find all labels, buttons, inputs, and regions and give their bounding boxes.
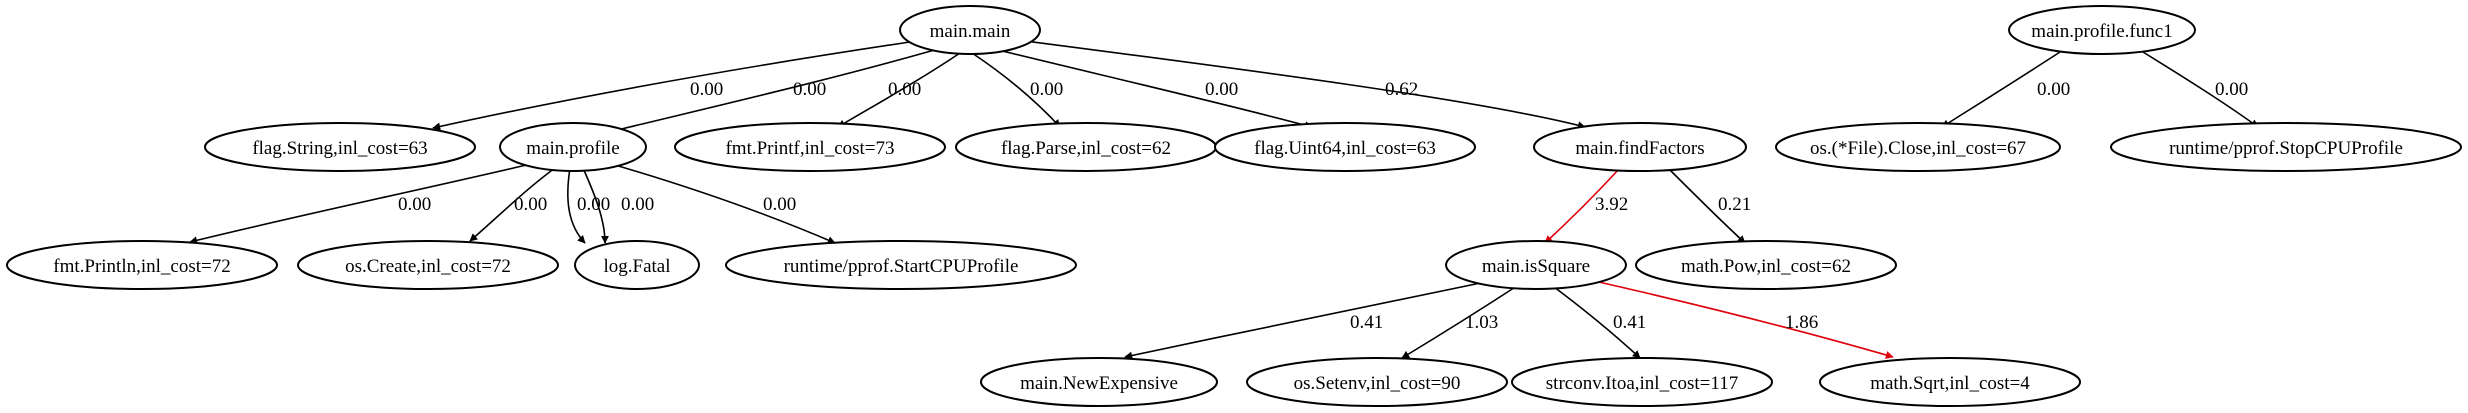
edge-main-to-find-factors <box>1009 38 1586 130</box>
edge-profile-to-log-fatal-a <box>567 167 586 244</box>
node-label-main-is-square: main.isSquare <box>1482 256 1590 277</box>
node-stop-cpu-profile[interactable]: runtime/pprof.StopCPUProfile <box>2110 122 2462 172</box>
node-main-is-square[interactable]: main.isSquare <box>1445 240 1627 290</box>
node-label-stop-cpu-profile: runtime/pprof.StopCPUProfile <box>2169 138 2403 159</box>
edge-label-is-square-to-new-expensive: 0.41 <box>1350 312 1383 333</box>
node-label-math-sqrt: math.Sqrt,inl_cost=4 <box>1870 373 2030 394</box>
node-fmt-printf[interactable]: fmt.Printf,inl_cost=73 <box>674 122 946 172</box>
edge-label-func1-to-file-close: 0.00 <box>2037 79 2070 100</box>
edge-label-main-to-flag-parse: 0.00 <box>1030 79 1063 100</box>
node-flag-string[interactable]: flag.String,inl_cost=63 <box>204 122 476 172</box>
node-math-sqrt[interactable]: math.Sqrt,inl_cost=4 <box>1819 357 2081 407</box>
edge-func1-to-file-close <box>1941 51 2061 128</box>
node-main-new-expensive[interactable]: main.NewExpensive <box>980 357 1218 407</box>
node-flag-parse[interactable]: flag.Parse,inl_cost=62 <box>955 122 1217 172</box>
node-flag-uint64[interactable]: flag.Uint64,inl_cost=63 <box>1214 122 1476 172</box>
edge-find-factors-to-is-square <box>1544 167 1621 244</box>
edge-label-profile-to-os-create: 0.00 <box>514 194 547 215</box>
edge-main-to-main-profile <box>604 46 946 136</box>
node-label-flag-parse: flag.Parse,inl_cost=62 <box>1001 138 1171 159</box>
edge-main-to-flag-string <box>432 38 931 131</box>
edge-profile-to-log-fatal-b <box>582 167 609 244</box>
node-label-main-find-factors: main.findFactors <box>1575 138 1704 159</box>
node-strconv-itoa[interactable]: strconv.Itoa,inl_cost=117 <box>1511 357 1773 407</box>
edge-is-square-to-math-sqrt <box>1589 279 1894 359</box>
node-label-main-profile: main.profile <box>526 138 619 159</box>
node-fmt-println[interactable]: fmt.Println,inl_cost=72 <box>6 240 278 290</box>
node-main-main[interactable]: main.main <box>899 5 1041 55</box>
node-main-find-factors[interactable]: main.findFactors <box>1533 122 1747 172</box>
edge-label-profile-to-log-fatal-a: 0.00 <box>577 194 610 215</box>
node-start-cpu-profile[interactable]: runtime/pprof.StartCPUProfile <box>725 240 1077 290</box>
node-label-log-fatal: log.Fatal <box>603 256 670 277</box>
edge-find-factors-to-math-pow <box>1667 167 1746 244</box>
node-label-os-create: os.Create,inl_cost=72 <box>345 256 511 277</box>
edge-profile-to-fmt-println <box>189 162 536 245</box>
edge-label-main-to-flag-uint64: 0.00 <box>1205 79 1238 100</box>
edge-label-main-to-main-profile: 0.00 <box>793 79 826 100</box>
edge-label-main-to-flag-string: 0.00 <box>690 79 723 100</box>
node-os-setenv[interactable]: os.Setenv,inl_cost=90 <box>1246 357 1508 407</box>
node-main-profile-func1[interactable]: main.profile.func1 <box>2008 5 2196 55</box>
node-math-pow[interactable]: math.Pow,inl_cost=62 <box>1635 240 1897 290</box>
node-label-strconv-itoa: strconv.Itoa,inl_cost=117 <box>1546 373 1738 394</box>
edge-func1-to-stop-cpu-profile <box>2142 51 2259 128</box>
edge-label-is-square-to-os-setenv: 1.03 <box>1465 312 1498 333</box>
edge-label-main-to-find-factors: 0.62 <box>1385 79 1418 100</box>
node-label-os-file-close: os.(*File).Close,inl_cost=67 <box>1810 138 2026 159</box>
edge-label-find-factors-to-math-pow: 0.21 <box>1718 194 1751 215</box>
edge-main-to-flag-uint64 <box>989 47 1313 130</box>
edge-label-main-to-fmt-printf: 0.00 <box>888 79 921 100</box>
node-log-fatal[interactable]: log.Fatal <box>574 240 700 290</box>
edge-is-square-to-strconv-itoa <box>1549 283 1641 359</box>
node-os-create[interactable]: os.Create,inl_cost=72 <box>297 240 559 290</box>
edge-label-find-factors-to-is-square: 3.92 <box>1595 194 1628 215</box>
node-label-main-new-expensive: main.NewExpensive <box>1020 373 1178 394</box>
edge-is-square-to-new-expensive <box>1124 279 1496 360</box>
nodes: main.main flag.String,inl_cost=63 main.p… <box>6 5 2462 407</box>
node-label-main-main: main.main <box>930 21 1011 42</box>
node-label-fmt-printf: fmt.Printf,inl_cost=73 <box>725 138 894 159</box>
edge-label-func1-to-stop-cpu-profile: 0.00 <box>2215 79 2248 100</box>
node-label-flag-uint64: flag.Uint64,inl_cost=63 <box>1254 138 1436 159</box>
edge-main-to-flag-parse <box>971 52 1061 128</box>
edge-main-to-fmt-printf <box>837 52 961 128</box>
edge-profile-to-start-cpu-profile <box>614 164 836 244</box>
node-main-profile[interactable]: main.profile <box>499 122 647 172</box>
edge-label-is-square-to-math-sqrt: 1.86 <box>1785 312 1818 333</box>
node-label-fmt-println: fmt.Println,inl_cost=72 <box>53 256 231 277</box>
node-os-file-close[interactable]: os.(*File).Close,inl_cost=67 <box>1775 122 2061 172</box>
edge-is-square-to-os-setenv <box>1401 283 1521 359</box>
edge-label-profile-to-log-fatal-b: 0.00 <box>621 194 654 215</box>
node-label-flag-string: flag.String,inl_cost=63 <box>252 138 427 159</box>
node-label-start-cpu-profile: runtime/pprof.StartCPUProfile <box>784 256 1019 277</box>
edges: 0.00 0.00 0.00 0.00 0.00 0.62 0.00 0.00 … <box>189 38 2259 360</box>
edge-label-profile-to-start-cpu-profile: 0.00 <box>763 194 796 215</box>
edge-label-profile-to-fmt-println: 0.00 <box>398 194 431 215</box>
node-label-math-pow: math.Pow,inl_cost=62 <box>1681 256 1851 277</box>
node-label-main-profile-func1: main.profile.func1 <box>2031 21 2172 42</box>
edge-label-is-square-to-strconv-itoa: 0.41 <box>1613 312 1646 333</box>
node-label-os-setenv: os.Setenv,inl_cost=90 <box>1294 373 1461 394</box>
edge-profile-to-os-create <box>469 167 556 242</box>
